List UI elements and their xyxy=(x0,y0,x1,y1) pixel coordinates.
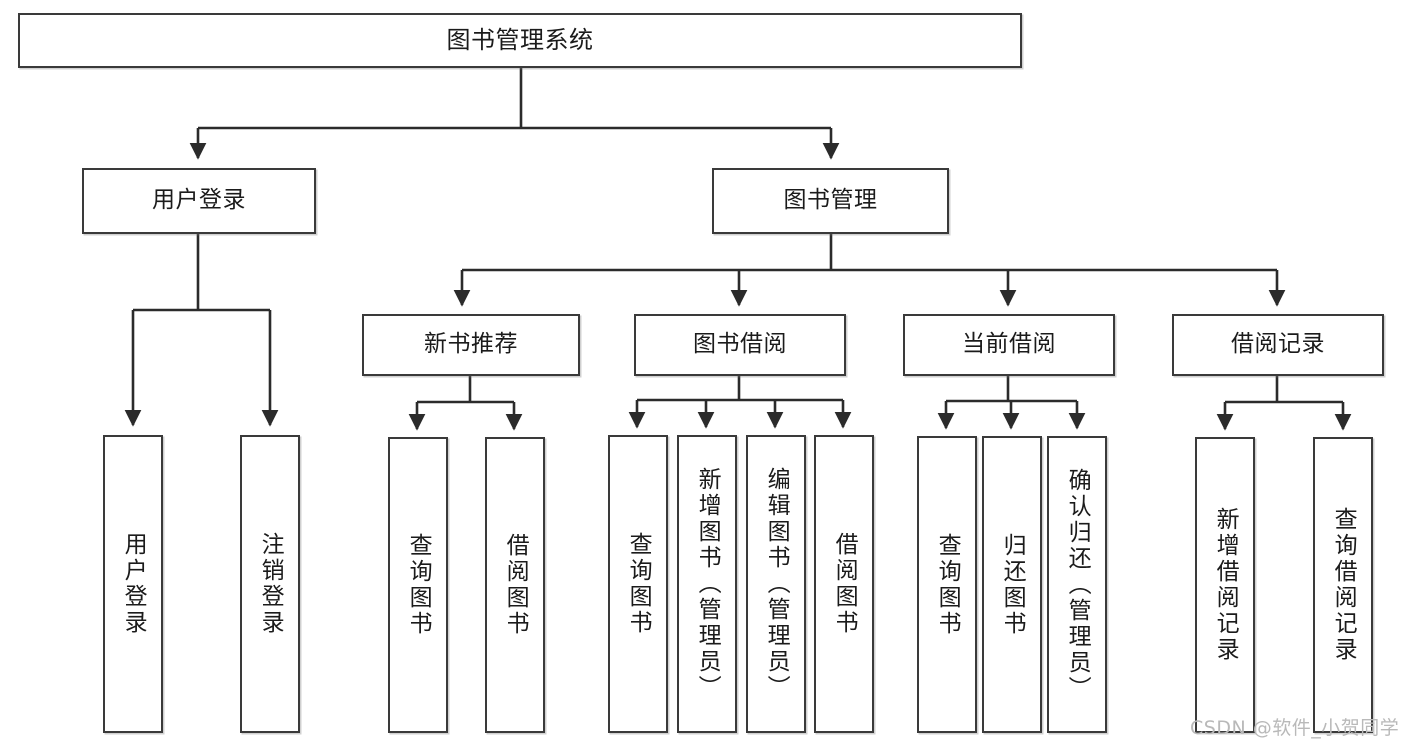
node-label: 查询图书 xyxy=(625,532,652,636)
node-current-borrowing[interactable]: 当前借阅 xyxy=(903,314,1115,376)
leaf-record-query-borrow-record[interactable]: 查询借阅记录 xyxy=(1313,437,1373,733)
node-label: 查询图书 xyxy=(934,532,961,637)
node-label: 用户登录 xyxy=(152,187,246,214)
node-root-book-management-system[interactable]: 图书管理系统 xyxy=(18,13,1022,68)
node-borrowing-record[interactable]: 借阅记录 xyxy=(1172,314,1384,376)
leaf-record-add-borrow-record[interactable]: 新增借阅记录 xyxy=(1195,437,1255,733)
leaf-current-confirm-return-admin[interactable]: 确认归还（管理员） xyxy=(1047,436,1107,733)
leaf-logout[interactable]: 注销登录 xyxy=(240,435,300,733)
node-label: 图书管理系统 xyxy=(446,26,594,55)
node-label: 新增借阅记录 xyxy=(1212,507,1239,663)
node-label: 确认归还（管理员） xyxy=(1064,467,1091,702)
node-label: 归还图书 xyxy=(999,532,1026,637)
csdn-watermark: CSDN @软件_小贺同学 xyxy=(1190,717,1400,739)
node-label: 注销登录 xyxy=(257,532,284,636)
node-label: 新增图书（管理员） xyxy=(694,467,721,701)
node-label: 查询借阅记录 xyxy=(1330,507,1357,663)
leaf-borrow-borrow-book[interactable]: 借阅图书 xyxy=(814,435,874,733)
leaf-borrow-add-book-admin[interactable]: 新增图书（管理员） xyxy=(677,435,737,733)
node-label: 图书管理 xyxy=(783,187,878,214)
node-label: 借阅图书 xyxy=(831,532,858,636)
node-label: 借阅图书 xyxy=(502,533,529,637)
node-user-login[interactable]: 用户登录 xyxy=(82,168,316,234)
node-new-book-recommendation[interactable]: 新书推荐 xyxy=(362,314,580,376)
node-label: 编辑图书（管理员） xyxy=(763,467,790,701)
node-book-management[interactable]: 图书管理 xyxy=(712,168,949,234)
leaf-new-book-query-book[interactable]: 查询图书 xyxy=(388,437,448,733)
node-label: 查询图书 xyxy=(405,533,432,637)
leaf-user-login[interactable]: 用户登录 xyxy=(103,435,163,733)
node-book-borrowing[interactable]: 图书借阅 xyxy=(634,314,846,376)
node-label: 用户登录 xyxy=(120,532,147,636)
node-label: 新书推荐 xyxy=(424,331,518,358)
leaf-borrow-query-book[interactable]: 查询图书 xyxy=(608,435,668,733)
node-label: 当前借阅 xyxy=(962,331,1056,358)
node-label: 图书借阅 xyxy=(693,331,787,358)
leaf-current-query-book[interactable]: 查询图书 xyxy=(917,436,977,733)
leaf-new-book-borrow-book[interactable]: 借阅图书 xyxy=(485,437,545,733)
node-label: 借阅记录 xyxy=(1231,331,1325,358)
leaf-borrow-edit-book-admin[interactable]: 编辑图书（管理员） xyxy=(746,435,806,733)
leaf-current-return-book[interactable]: 归还图书 xyxy=(982,436,1042,733)
